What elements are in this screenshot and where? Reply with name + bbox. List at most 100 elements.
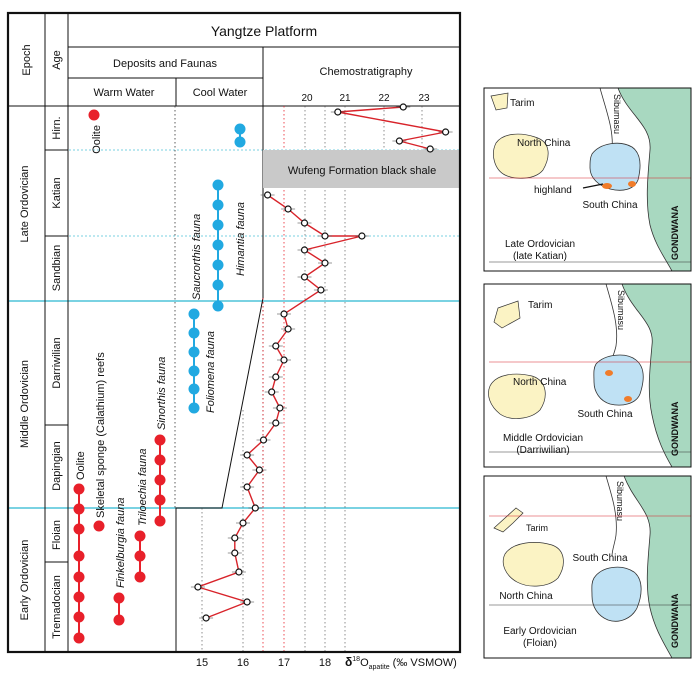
epoch-middle: Middle Ordovician [19,360,31,448]
d18o-point [264,191,272,199]
d18o-point [300,273,309,281]
black-shale-band [263,150,460,188]
header-deposits: Deposits and Faunas [113,58,217,70]
d18o-point [426,145,434,153]
map1-south-china: South China [582,200,637,211]
map2-north-china: North China [513,377,567,388]
d18o-point [243,598,251,606]
oolite-top-dots [88,109,100,121]
highland-arrow [582,183,604,189]
header-age: Age [51,50,63,70]
hirnantian-cool-dots [234,123,246,148]
sponge-dots [93,520,105,532]
d18o-point [321,232,329,240]
foliomena-label: Foliomena fauna [205,331,217,413]
d18o-point [284,325,292,333]
d18o-point [280,310,288,318]
chemo-panel-edge [175,297,264,652]
map1-tarim: Tarim [510,98,534,109]
top-tick-21: 21 [339,93,351,104]
map3-lat-0: 0° [474,511,484,522]
north-china-block [502,542,564,587]
d18o-point [300,219,309,227]
top-tick-23: 23 [418,93,430,104]
d18o-point [251,504,259,512]
age-floian: Floian [51,520,63,550]
d18o-point [358,232,366,240]
header-warm: Warm Water [94,87,155,99]
map1-north-china: North China [517,138,571,149]
highland-patch [628,181,636,187]
oolite-mid-dots [73,483,85,644]
age-hirnantian: Hirn. [51,116,63,139]
saucrorthis-label: Saucrorthis fauna [191,214,203,300]
oolite-mid-label: Oolite [75,451,87,480]
map1-caption-sub: (late Katian) [513,251,567,262]
d18o-point [268,388,276,396]
d18o-point [231,549,239,557]
sinorthis-label: Sinorthis fauna [156,357,168,430]
d18o-point [243,483,251,491]
d18o-point [399,103,407,111]
south-china-block [593,354,644,406]
bottom-tick-18: 18 [319,657,331,669]
age-katian: Katian [51,177,63,208]
gondwana-landmass [623,476,691,658]
bottom-tick-16: 16 [237,657,249,669]
sponge-label: Skeletal sponge (Calathium) reefs [95,352,107,518]
finkelburgia-dots [113,592,125,626]
map1-sibumasu: Sibumasu [612,94,622,134]
epoch-early: Early Ordovician [19,540,31,621]
map1-highland: highland [534,185,572,196]
himantia-dots [212,179,224,312]
foliomena-dots [188,308,200,414]
sinorthis-dots [154,434,166,527]
d18o-point [272,373,280,381]
header-chemo: Chemostratigraphy [320,66,413,78]
d18o-point [280,356,288,364]
map-early-ordovician: Tarim North China South China Sibumasu G… [474,475,692,659]
map2-caption-sub: (Darriwilian) [516,445,569,456]
map3-caption: Early Ordovician [503,626,576,637]
age-darriwilian: Darriwilian [51,337,63,388]
map2-tarim: Tarim [528,300,552,311]
north-china-block [493,133,549,179]
highland-patch [605,370,613,376]
d18o-point [334,108,342,116]
map3-gondwana: GONDWANA [670,593,680,648]
axis-label: δ18Oapatite(‰ VSMOW) [345,655,457,671]
d18o-point [276,404,284,412]
age-dapingian: Dapingian [51,441,63,491]
north-china-block [488,373,546,419]
top-tick-22: 22 [378,93,390,104]
header-title: Yangtze Platform [211,23,317,39]
d18o-point [239,519,247,527]
d18o-curve [190,103,453,622]
tarim-block [490,92,509,111]
black-shale-label: Wufeng Formation black shale [288,165,436,177]
sibumasu-block [605,476,617,557]
bottom-tick-17: 17 [278,657,290,669]
tarim-block [493,507,524,533]
map2-gondwana: GONDWANA [670,401,680,456]
d18o-point [194,583,202,591]
age-sandbian: Sandbian [51,245,63,292]
age-tremadocian: Tremadocian [51,575,63,639]
d18o-point [272,419,280,427]
highland-patch [602,183,612,189]
d18o-point [321,259,329,267]
d18o-point [243,451,251,459]
d18o-point [300,246,309,254]
map1-gondwana: GONDWANA [670,205,680,260]
map2-south-china: South China [577,409,632,420]
map1-lat-30: 30°S [460,258,482,269]
d18o-point [231,534,239,542]
highland-patch [624,396,632,402]
map2-lat-30: 30°S [460,448,482,459]
finkelburgia-label: Finkelburgia fauna [115,497,127,588]
d18o-point [395,137,403,145]
map1-caption: Late Ordovician [505,239,575,250]
d18o-point [202,614,210,622]
d18o-point [235,568,243,576]
d18o-point [442,128,450,136]
